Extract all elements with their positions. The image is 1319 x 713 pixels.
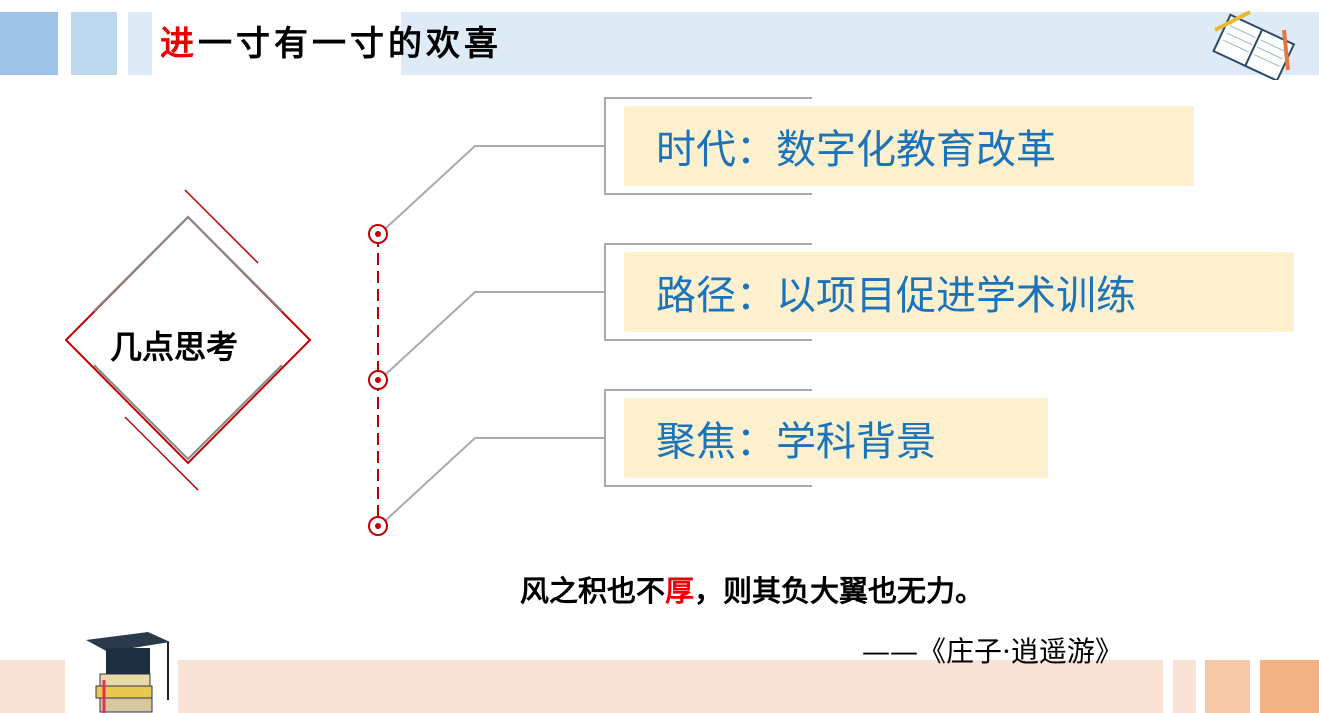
title-red: 进 xyxy=(160,24,198,64)
item-label: 时代：数字化教育改革 xyxy=(656,127,1056,173)
bracket-1 xyxy=(604,97,812,195)
item-1: 时代：数字化教育改革 xyxy=(624,106,1194,186)
footer-block-1 xyxy=(1173,660,1196,713)
graduation-books-icon xyxy=(86,632,170,713)
quote-highlight: 厚 xyxy=(665,574,695,608)
item-label: 聚焦：学科背景 xyxy=(656,419,936,465)
item-3: 聚焦：学科背景 xyxy=(624,398,1048,478)
header-block-2 xyxy=(71,12,117,75)
slide-title: 进一寸有一寸的欢喜 xyxy=(160,16,502,65)
diamond-frame xyxy=(64,189,312,491)
node-dot-2 xyxy=(368,370,388,390)
item-2: 路径：以项目促进学术训练 xyxy=(624,252,1294,332)
node-dot-3 xyxy=(368,516,388,536)
quote-part2: ，则其负大翼也无力。 xyxy=(694,574,985,608)
header-band xyxy=(401,12,1319,75)
header-block-3 xyxy=(128,12,152,75)
footer-block-3 xyxy=(1260,660,1319,713)
node-dot-1 xyxy=(368,224,388,244)
connector-lines xyxy=(377,145,605,526)
footer-band xyxy=(0,660,1163,713)
center-label: 几点思考 xyxy=(110,328,239,366)
header-block-1 xyxy=(0,12,58,75)
item-label: 路径：以项目促进学术训练 xyxy=(656,273,1136,319)
footer-block-2 xyxy=(1205,660,1250,713)
title-rest: 一寸有一寸的欢喜 xyxy=(198,24,502,64)
bracket-2 xyxy=(604,243,812,341)
quote-part1: 风之积也不 xyxy=(520,574,666,608)
bracket-3 xyxy=(604,389,812,487)
quote: 风之积也不厚，则其负大翼也无力。 xyxy=(520,568,984,610)
notebook-icon xyxy=(1210,10,1296,82)
quote-source: ——《庄子·逍遥游》 xyxy=(862,635,1123,668)
